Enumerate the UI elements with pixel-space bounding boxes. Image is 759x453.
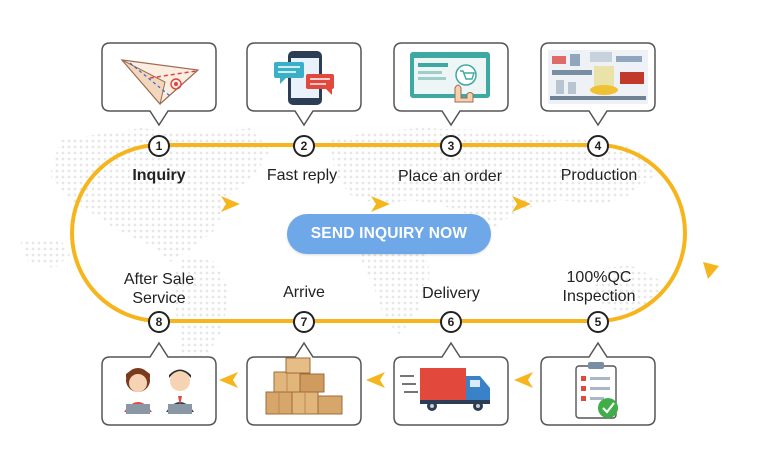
- step-6-number: 6: [440, 311, 462, 333]
- paper-plane-icon: [120, 59, 200, 106]
- boxes-icon: [265, 357, 343, 415]
- step-8-number: 8: [148, 311, 170, 333]
- step-1-bubble: [101, 42, 217, 127]
- step-2-label: Fast reply: [266, 167, 338, 184]
- step-5-label: 100%QC Inspection: [539, 268, 659, 306]
- step-6-bubble: [393, 341, 509, 426]
- step-5-label-line2: Inspection: [562, 288, 636, 305]
- step-4-label: Production: [560, 167, 638, 184]
- flow-arrow-1-2: [221, 196, 240, 212]
- step-8-label-line1: After Sale: [123, 271, 195, 288]
- flow-arrow-2-3: [371, 196, 390, 212]
- step-4-bubble: [540, 42, 656, 127]
- step-7-bubble: [246, 341, 362, 426]
- flow-arrow-3-4: [512, 196, 531, 212]
- delivery-truck-icon: [400, 368, 490, 411]
- send-inquiry-button[interactable]: SEND INQUIRY NOW: [287, 214, 491, 254]
- step-1-number: 1: [148, 135, 170, 157]
- step-6-label: Delivery: [422, 285, 480, 302]
- flow-arrow-5-6: [514, 372, 533, 388]
- step-5-bubble: [540, 341, 656, 426]
- step-5-number: 5: [587, 311, 609, 333]
- step-5-label-line1: 100%QC: [566, 269, 632, 286]
- step-2-bubble: [246, 42, 362, 127]
- step-1-label: Inquiry: [132, 167, 186, 184]
- step-4-number: 4: [587, 135, 609, 157]
- flow-arrow-6-7: [366, 372, 385, 388]
- step-3-bubble: [393, 42, 509, 127]
- chat-phone-icon: [274, 51, 334, 105]
- step-3-label: Place an order: [397, 168, 503, 185]
- loop-direction-arrow: [703, 262, 719, 279]
- factory-line-icon: [548, 50, 648, 104]
- checklist-icon: [575, 362, 618, 419]
- step-2-number: 2: [293, 135, 315, 157]
- step-7-number: 7: [293, 311, 315, 333]
- flow-arrow-7-8: [219, 372, 238, 388]
- step-7-label: Arrive: [283, 284, 325, 301]
- support-staff-icon: [124, 368, 194, 414]
- online-shop-icon: [410, 52, 490, 103]
- step-8-bubble: [101, 341, 217, 426]
- step-8-label: After Sale Service: [99, 270, 219, 308]
- step-3-number: 3: [440, 135, 462, 157]
- step-8-label-line2: Service: [132, 290, 186, 307]
